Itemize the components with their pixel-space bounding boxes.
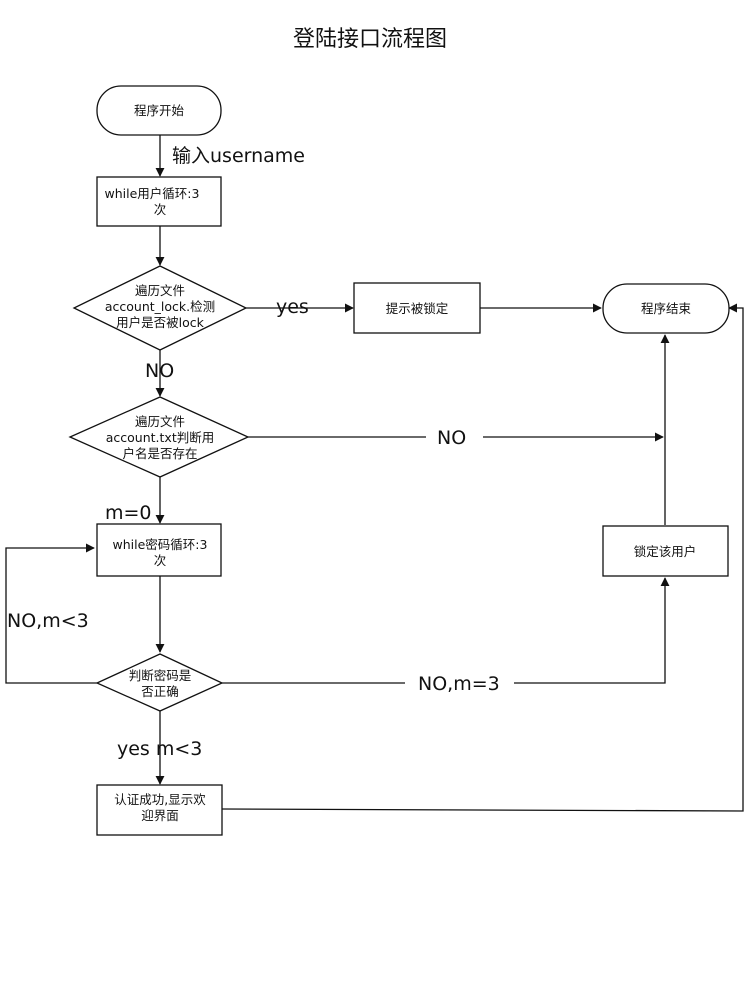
- node-password-loop: while密码循环:3 次: [96, 523, 222, 577]
- svg-text:提示被锁定: 提示被锁定: [386, 301, 449, 316]
- node-lock-user: 锁定该用户: [602, 525, 729, 577]
- svg-text:account_lock.检测: account_lock.检测: [105, 299, 215, 314]
- svg-text:迎界面: 迎界面: [141, 808, 179, 823]
- edge-check-pwd-max-right: [514, 577, 670, 684]
- edge-check-pwd-retry: [5, 543, 97, 684]
- label-input-username: 输入username: [172, 145, 305, 167]
- node-check-user: 遍历文件 account.txt判断用 户名是否存在: [68, 396, 250, 478]
- svg-text:while密码循环:3: while密码循环:3: [113, 537, 208, 552]
- svg-text:while用户循环:3: while用户循环:3: [105, 186, 200, 201]
- svg-text:遍历文件: 遍历文件: [135, 283, 185, 298]
- svg-text:程序开始: 程序开始: [134, 103, 185, 118]
- svg-text:户名是否存在: 户名是否存在: [122, 446, 197, 461]
- label-m-zero: m=0: [105, 502, 152, 524]
- node-check-password: 判断密码是 否正确: [95, 653, 224, 712]
- svg-text:用户是否被lock: 用户是否被lock: [116, 315, 204, 330]
- svg-text:认证成功,显示欢: 认证成功,显示欢: [114, 792, 206, 807]
- node-locked-hint: 提示被锁定: [353, 282, 481, 334]
- svg-text:程序结束: 程序结束: [641, 301, 692, 316]
- svg-text:遍历文件: 遍历文件: [135, 414, 185, 429]
- node-start: 程序开始: [96, 85, 222, 136]
- svg-text:否正确: 否正确: [141, 684, 179, 699]
- label-yes-success: yes m<3: [117, 738, 202, 760]
- node-success: 认证成功,显示欢 迎界面: [96, 784, 223, 836]
- label-yes-locked: yes: [276, 296, 309, 318]
- label-no-not-locked: NO: [145, 360, 174, 382]
- edge-success-to-end: [221, 303, 744, 812]
- svg-text:account.txt判断用: account.txt判断用: [106, 430, 214, 445]
- svg-text:判断密码是: 判断密码是: [129, 668, 192, 683]
- label-no-user-missing: NO: [437, 427, 466, 449]
- label-no-max: NO,m=3: [418, 673, 500, 695]
- node-user-loop: while用户循环:3 次: [96, 176, 222, 227]
- svg-text:锁定该用户: 锁定该用户: [634, 544, 697, 559]
- node-check-lock: 遍历文件 account_lock.检测 用户是否被lock: [72, 265, 248, 351]
- node-end: 程序结束: [602, 283, 730, 334]
- svg-text:次: 次: [154, 202, 167, 217]
- diagram-title: 登陆接口流程图: [293, 27, 447, 52]
- label-no-retry: NO,m<3: [7, 610, 89, 632]
- svg-text:次: 次: [154, 553, 167, 568]
